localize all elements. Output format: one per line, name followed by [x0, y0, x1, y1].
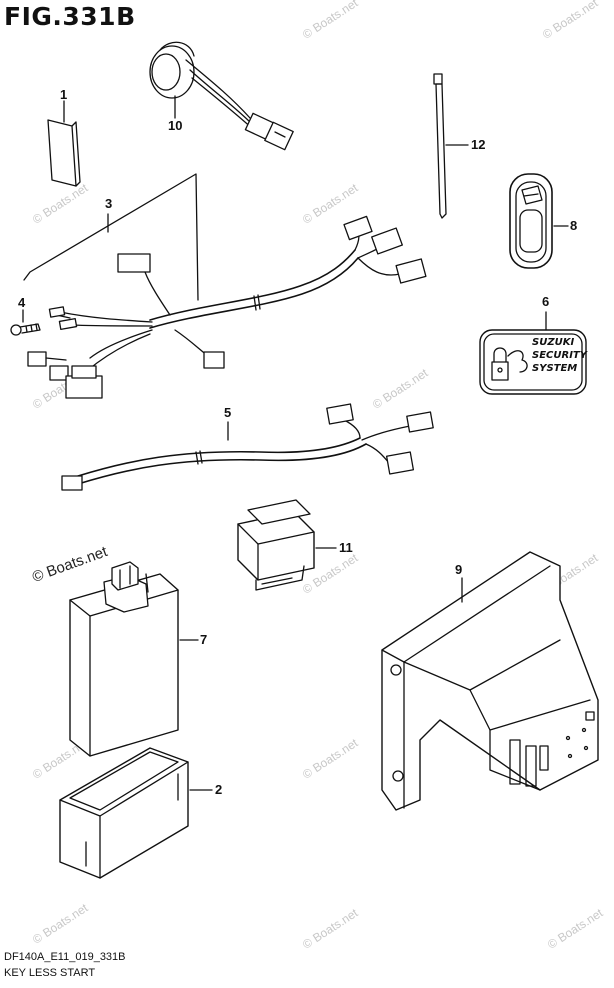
part-7-module-illustration — [69, 561, 179, 757]
part-label-9: 9 — [455, 562, 463, 577]
badge-line-1: SUZUKI — [532, 337, 575, 348]
part-label-8: 8 — [570, 218, 578, 233]
part-1-card-illustration — [47, 119, 81, 187]
part-6-badge-illustration — [479, 329, 587, 395]
part-label-12: 12 — [471, 137, 486, 152]
part-5-harness-illustration — [61, 403, 434, 491]
part-label-4: 4 — [18, 295, 26, 310]
part-label-1: 1 — [60, 87, 68, 102]
part-label-3: 3 — [105, 196, 113, 211]
part-4-screw-illustration — [10, 323, 41, 336]
part-label-11: 11 — [339, 540, 353, 555]
footer-code: DF140A_E11_019_331B — [4, 951, 126, 963]
part-11-relay-illustration — [237, 499, 315, 591]
part-label-6: 6 — [542, 294, 550, 309]
footer-caption: KEY LESS START — [4, 967, 96, 979]
part-label-7: 7 — [200, 632, 208, 647]
part-2-holder-illustration — [59, 747, 189, 879]
badge-line-3: SYSTEM — [532, 363, 578, 374]
part-label-10: 10 — [168, 118, 183, 133]
part-label-2: 2 — [215, 782, 223, 797]
part-9-bracket-illustration — [381, 551, 599, 811]
part-3-wiring-harness-illustration — [23, 173, 427, 399]
part-12-cable-tie-illustration — [433, 73, 447, 219]
part-8-key-fob-illustration — [509, 173, 553, 269]
figure-title: FIG.331B — [4, 2, 136, 31]
part-label-5: 5 — [224, 405, 232, 420]
part-10-sensor-illustration — [149, 41, 294, 151]
badge-line-2: SECURITY — [532, 350, 587, 361]
badge-text-block: SUZUKI SECURITY SYSTEM — [532, 336, 587, 375]
